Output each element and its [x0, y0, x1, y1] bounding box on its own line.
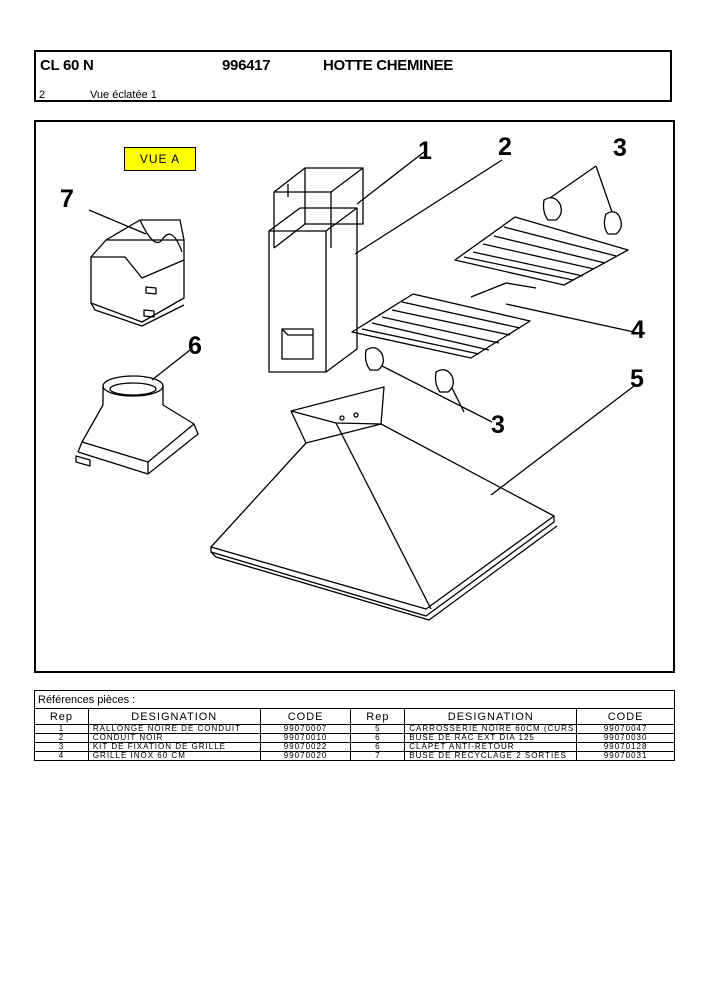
header-rep-right: Rep: [350, 708, 406, 725]
callout-5: 5: [630, 365, 644, 393]
designation-left: CONDUIT NOIR: [87, 733, 261, 743]
designation-right: BUSE DE RAC EXT DIA 125: [404, 733, 578, 743]
header-code-right: CODE: [576, 708, 675, 725]
exploded-view-drawing: [75, 151, 635, 621]
part-6-connection-nozzle: [75, 375, 199, 475]
part-3-fixation-clip: [364, 197, 622, 393]
table-row: 4 GRILLE INOX 60 CM 99070020 7 BUSE DE R…: [34, 751, 675, 761]
table-row: 3 KIT DE FIXATION DE GRILLE 99070022 6 C…: [34, 742, 675, 752]
document-title: HOTTE CHEMINEE: [323, 57, 453, 74]
callout-6: 6: [188, 332, 202, 360]
callout-4: 4: [631, 316, 645, 344]
leader-line-1: [356, 151, 425, 205]
leader-line-3a: [549, 165, 597, 199]
designation-left: RALLONGE NOIRE DE CONDUIT: [87, 724, 261, 734]
view-a-label: VUE A: [124, 147, 196, 171]
view-title: Vue éclatée 1: [90, 89, 157, 101]
callout-7: 7: [60, 185, 74, 213]
part-5-hood-body: [210, 386, 558, 621]
header-rep-left: Rep: [34, 708, 89, 725]
reference-number: 996417: [222, 57, 271, 74]
rep-left: 4: [34, 751, 89, 761]
parts-table-header: Rep DESIGNATION CODE Rep DESIGNATION COD…: [34, 708, 675, 725]
header-designation-right: DESIGNATION: [404, 708, 578, 725]
part-4-grille: [351, 216, 629, 359]
leader-line-6: [151, 349, 191, 381]
callout-1: 1: [418, 137, 432, 165]
callout-3-bottom: 3: [491, 411, 505, 439]
designation-right: BUSE DE RECYCLAGE 2 SORTIES: [404, 751, 578, 761]
leader-line-3c: [381, 365, 493, 423]
header-code-left: CODE: [259, 708, 352, 725]
part-7-recycling-nozzle: [90, 219, 185, 327]
designation-left: GRILLE INOX 60 CM: [87, 751, 261, 761]
leader-line-7: [88, 209, 147, 235]
rep-right: 7: [350, 751, 406, 761]
leader-line-2: [354, 159, 503, 255]
callout-2: 2: [498, 133, 512, 161]
part-2-conduit: [268, 207, 358, 373]
part-1-conduit-extension: [273, 167, 364, 249]
leader-line-3b: [595, 165, 613, 213]
table-row: 2 CONDUIT NOIR 99070010 6 BUSE DE RAC EX…: [34, 733, 675, 743]
parts-reference-table: Références pièces : Rep DESIGNATION CODE…: [34, 690, 675, 761]
leader-line-4: [505, 303, 635, 333]
code-right: 99070031: [576, 751, 675, 761]
header-designation-left: DESIGNATION: [87, 708, 261, 725]
document-header: CL 60 N 996417 HOTTE CHEMINEE 2 Vue écla…: [34, 50, 672, 102]
exploded-view-diagram: VUE A 1 2 3 7 4 6 5 3: [34, 120, 675, 673]
callout-3-top: 3: [613, 134, 627, 162]
parts-table-caption: Références pièces :: [34, 690, 675, 709]
code-left: 99070020: [259, 751, 352, 761]
leader-line-3d: [451, 387, 465, 413]
designation-right: CARROSSERIE NOIRE 60CM (CURS: [404, 724, 578, 734]
designation-left: KIT DE FIXATION DE GRILLE: [87, 742, 261, 752]
page-number: 2: [39, 89, 46, 101]
model-name: CL 60 N: [40, 57, 94, 74]
table-row: 1 RALLONGE NOIRE DE CONDUIT 99070007 5 C…: [34, 724, 675, 734]
designation-right: CLAPET ANTI-RETOUR: [404, 742, 578, 752]
leader-line-5: [490, 385, 635, 496]
